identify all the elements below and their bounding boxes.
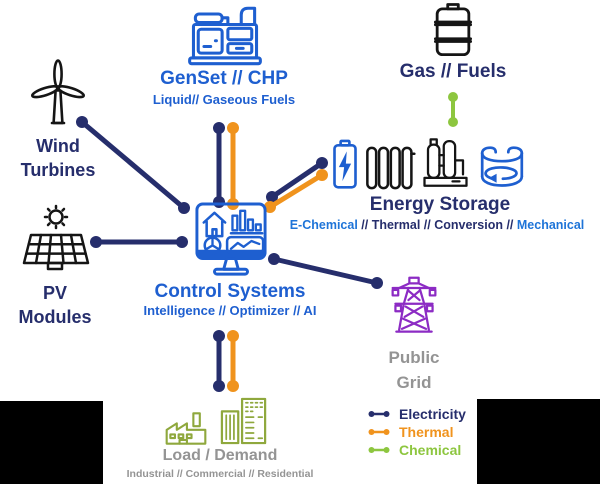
connection-gas-to-storage xyxy=(448,92,458,127)
wind-turbine-icon xyxy=(30,59,86,125)
legend: Electricity Thermal Chemical xyxy=(366,405,466,458)
legend-label-thermal: Thermal xyxy=(399,423,454,440)
legend-label-electricity: Electricity xyxy=(399,405,466,422)
flywheel-icon xyxy=(480,146,524,187)
genset-title: GenSet // CHP xyxy=(160,68,288,89)
transmission-tower-icon xyxy=(391,276,437,333)
control-systems-title: Control Systems xyxy=(154,281,306,302)
load-demand-icons xyxy=(163,394,273,445)
battery-icon xyxy=(333,139,357,189)
storage-subtitle-middle: // Thermal // Conversion // xyxy=(357,218,517,232)
connection-control-to-grid xyxy=(268,253,383,289)
legend-row-chemical: Chemical xyxy=(366,441,466,458)
factory-icon xyxy=(165,412,207,445)
storage-subtitle-mechanical: Mechanical xyxy=(516,218,585,232)
connection-control-to-load-thermal xyxy=(227,330,239,392)
black-mask-bottom-right xyxy=(477,399,600,484)
connection-genset-to-control-thermal xyxy=(227,122,239,210)
legend-row-electricity: Electricity xyxy=(366,405,466,422)
conversion-plant-icon xyxy=(423,138,468,187)
pv-modules-label: PV Modules xyxy=(18,283,92,327)
genset-subtitle: Liquid// Gaseous Fuels xyxy=(152,92,296,107)
storage-subtitle-echemical: E-Chemical xyxy=(289,218,358,232)
gas-barrel-icon xyxy=(433,3,473,57)
energy-storage-subtitle: E-Chemical // Thermal // Conversion // M… xyxy=(270,218,600,232)
energy-storage-icons xyxy=(331,133,541,191)
thermal-line-swatch-icon xyxy=(368,428,390,435)
connection-genset-to-control-elec xyxy=(213,122,225,208)
buildings-icon xyxy=(220,397,267,445)
connection-storage-to-control-elec xyxy=(266,157,328,203)
control-systems-subtitle: Intelligence // Optimizer // AI xyxy=(143,303,317,318)
control-systems-monitor-icon xyxy=(195,202,267,276)
gas-fuels-label: Gas // Fuels xyxy=(399,61,507,82)
genset-generator-icon xyxy=(188,6,262,66)
load-demand-subtitle: Industrial // Commercial // Residential xyxy=(126,468,314,480)
radiator-icon xyxy=(366,146,416,190)
legend-row-thermal: Thermal xyxy=(366,423,466,440)
connection-control-to-load-elec xyxy=(213,330,225,392)
black-mask-bottom-left xyxy=(0,401,103,484)
wind-turbines-label: Wind Turbines xyxy=(20,136,96,180)
public-grid-label: Public Grid xyxy=(388,348,440,392)
legend-label-chemical: Chemical xyxy=(399,441,462,458)
connection-pv-to-control xyxy=(90,236,188,248)
load-demand-title: Load / Demand xyxy=(162,447,278,464)
connection-wind-to-control xyxy=(76,116,190,214)
chemical-line-swatch-icon xyxy=(368,446,390,453)
energy-storage-title: Energy Storage xyxy=(369,194,511,215)
electricity-line-swatch-icon xyxy=(368,410,390,417)
pv-modules-icon xyxy=(22,204,90,271)
connection-storage-to-control-thermal xyxy=(264,169,328,213)
